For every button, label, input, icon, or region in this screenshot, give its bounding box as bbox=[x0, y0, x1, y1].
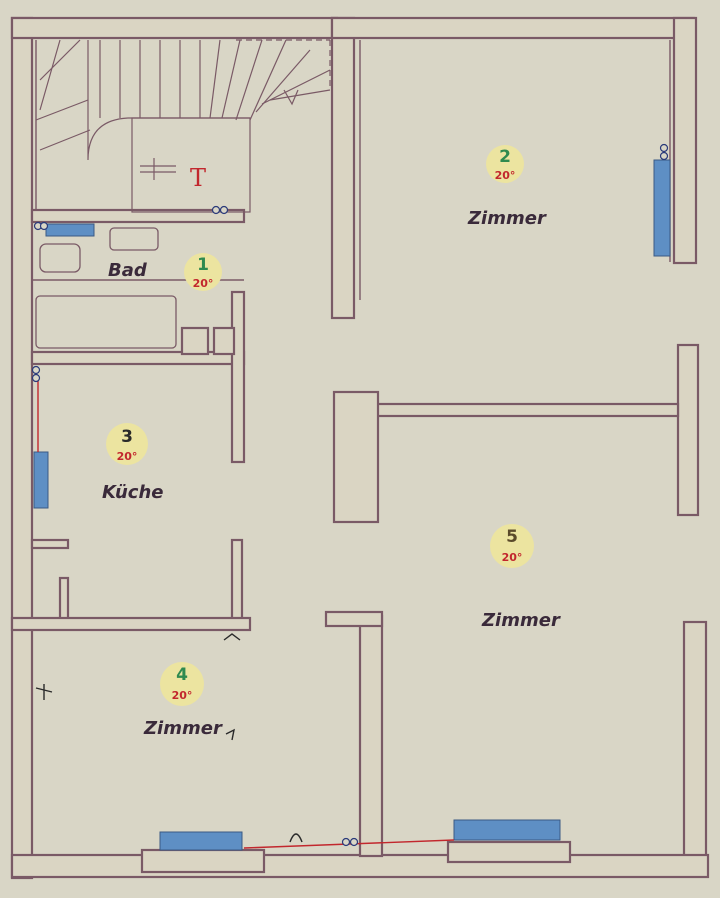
zimmer4-top-wall bbox=[10, 616, 252, 632]
valves bbox=[31, 143, 669, 847]
room-temp: 20° bbox=[172, 689, 193, 702]
stair-step bbox=[261, 69, 331, 105]
valve bbox=[349, 837, 359, 847]
toilet bbox=[39, 243, 81, 273]
walls bbox=[10, 16, 710, 880]
kitchen-lower-wall bbox=[30, 538, 70, 550]
stair-step bbox=[221, 39, 241, 119]
pencil-marks bbox=[35, 633, 303, 843]
room-temp: 20° bbox=[502, 551, 523, 564]
valve bbox=[219, 205, 229, 215]
bath-kitchen-wall bbox=[230, 290, 246, 464]
room-temp: 20° bbox=[495, 169, 516, 182]
shaft-box-2 bbox=[212, 326, 236, 356]
bath-fixtures bbox=[35, 227, 177, 349]
stair-step bbox=[235, 39, 263, 121]
radiator-kueche bbox=[33, 451, 49, 509]
room-badge bbox=[184, 253, 222, 291]
outer-wall-left bbox=[10, 16, 34, 880]
mark bbox=[223, 633, 241, 641]
room-temp: 20° bbox=[193, 277, 214, 290]
staircase bbox=[35, 39, 331, 213]
radiator-zimmer4 bbox=[159, 831, 243, 851]
radiator-zimmer5 bbox=[453, 819, 561, 841]
sill-zimmer4 bbox=[140, 848, 266, 874]
kitchen-right-wall bbox=[230, 538, 244, 626]
stair-step bbox=[35, 99, 89, 121]
stair-step bbox=[249, 39, 287, 121]
stair-step bbox=[255, 49, 311, 113]
washbasin bbox=[109, 227, 159, 251]
stair-newel bbox=[131, 117, 251, 213]
mark bbox=[289, 833, 303, 843]
valve bbox=[211, 205, 221, 215]
stair-step bbox=[39, 39, 81, 81]
stair-step bbox=[39, 129, 91, 151]
room-badge bbox=[486, 145, 524, 183]
room-temp: 20° bbox=[117, 450, 138, 463]
valve bbox=[659, 143, 669, 153]
room-zimmer2: 2 20° Zimmer bbox=[467, 145, 547, 229]
radiator-bad bbox=[45, 223, 95, 237]
outer-wall-right-pier bbox=[676, 343, 700, 517]
room-zimmer5: 5 20° Zimmer bbox=[481, 524, 561, 631]
stair-landing-wall bbox=[30, 208, 246, 224]
mark bbox=[225, 728, 235, 741]
stair-step bbox=[209, 39, 221, 119]
room-number: 4 bbox=[176, 665, 188, 685]
valve bbox=[39, 221, 49, 231]
middle-pier bbox=[332, 390, 380, 524]
sill-zimmer5 bbox=[446, 840, 572, 864]
stair-step bbox=[269, 89, 331, 101]
room-number: 1 bbox=[197, 255, 209, 275]
room-zimmer4: 4 20° Zimmer bbox=[143, 662, 223, 739]
outer-wall-top-right bbox=[330, 16, 696, 40]
valve bbox=[659, 151, 669, 161]
valve bbox=[31, 365, 41, 375]
shaft-box-1 bbox=[180, 326, 210, 356]
room-kueche: 3 20° Küche bbox=[102, 423, 163, 503]
bath-lower-wall bbox=[30, 350, 246, 366]
stair-arrow bbox=[283, 89, 299, 106]
radiators bbox=[33, 159, 671, 851]
mark bbox=[35, 684, 53, 700]
room-label: Zimmer bbox=[481, 610, 561, 631]
stair-well-curve bbox=[87, 40, 250, 161]
room-number: 5 bbox=[506, 527, 518, 547]
outer-wall-right-lower bbox=[682, 620, 708, 864]
room-label: Bad bbox=[108, 260, 148, 281]
room-badge bbox=[160, 662, 204, 706]
stair-mark-t: T bbox=[190, 164, 206, 192]
room-number: 2 bbox=[499, 147, 511, 167]
outer-wall-bottom bbox=[10, 853, 710, 879]
outer-wall-top-left bbox=[10, 16, 339, 40]
wall-zimmer2-zimmer5 bbox=[368, 402, 680, 418]
radiator-zimmer2 bbox=[653, 159, 671, 257]
room-label: Zimmer bbox=[143, 718, 223, 739]
valve bbox=[341, 837, 351, 847]
stair-wall-right bbox=[330, 16, 356, 320]
valve bbox=[31, 373, 41, 383]
stair-step bbox=[39, 39, 61, 111]
kitchen-stub bbox=[58, 576, 70, 624]
room-label: Zimmer bbox=[467, 208, 547, 229]
room-bad: 1 20° Bad bbox=[108, 253, 222, 291]
room-badge bbox=[106, 423, 148, 465]
room-number: 3 bbox=[121, 427, 133, 447]
wall-zimmer4-zimmer5-cap bbox=[324, 610, 384, 628]
wall-zimmer4-zimmer5 bbox=[358, 614, 384, 858]
room-badge bbox=[490, 524, 534, 568]
bathtub bbox=[35, 295, 177, 349]
outer-wall-right-upper bbox=[672, 16, 698, 265]
room-label: Küche bbox=[102, 482, 163, 503]
